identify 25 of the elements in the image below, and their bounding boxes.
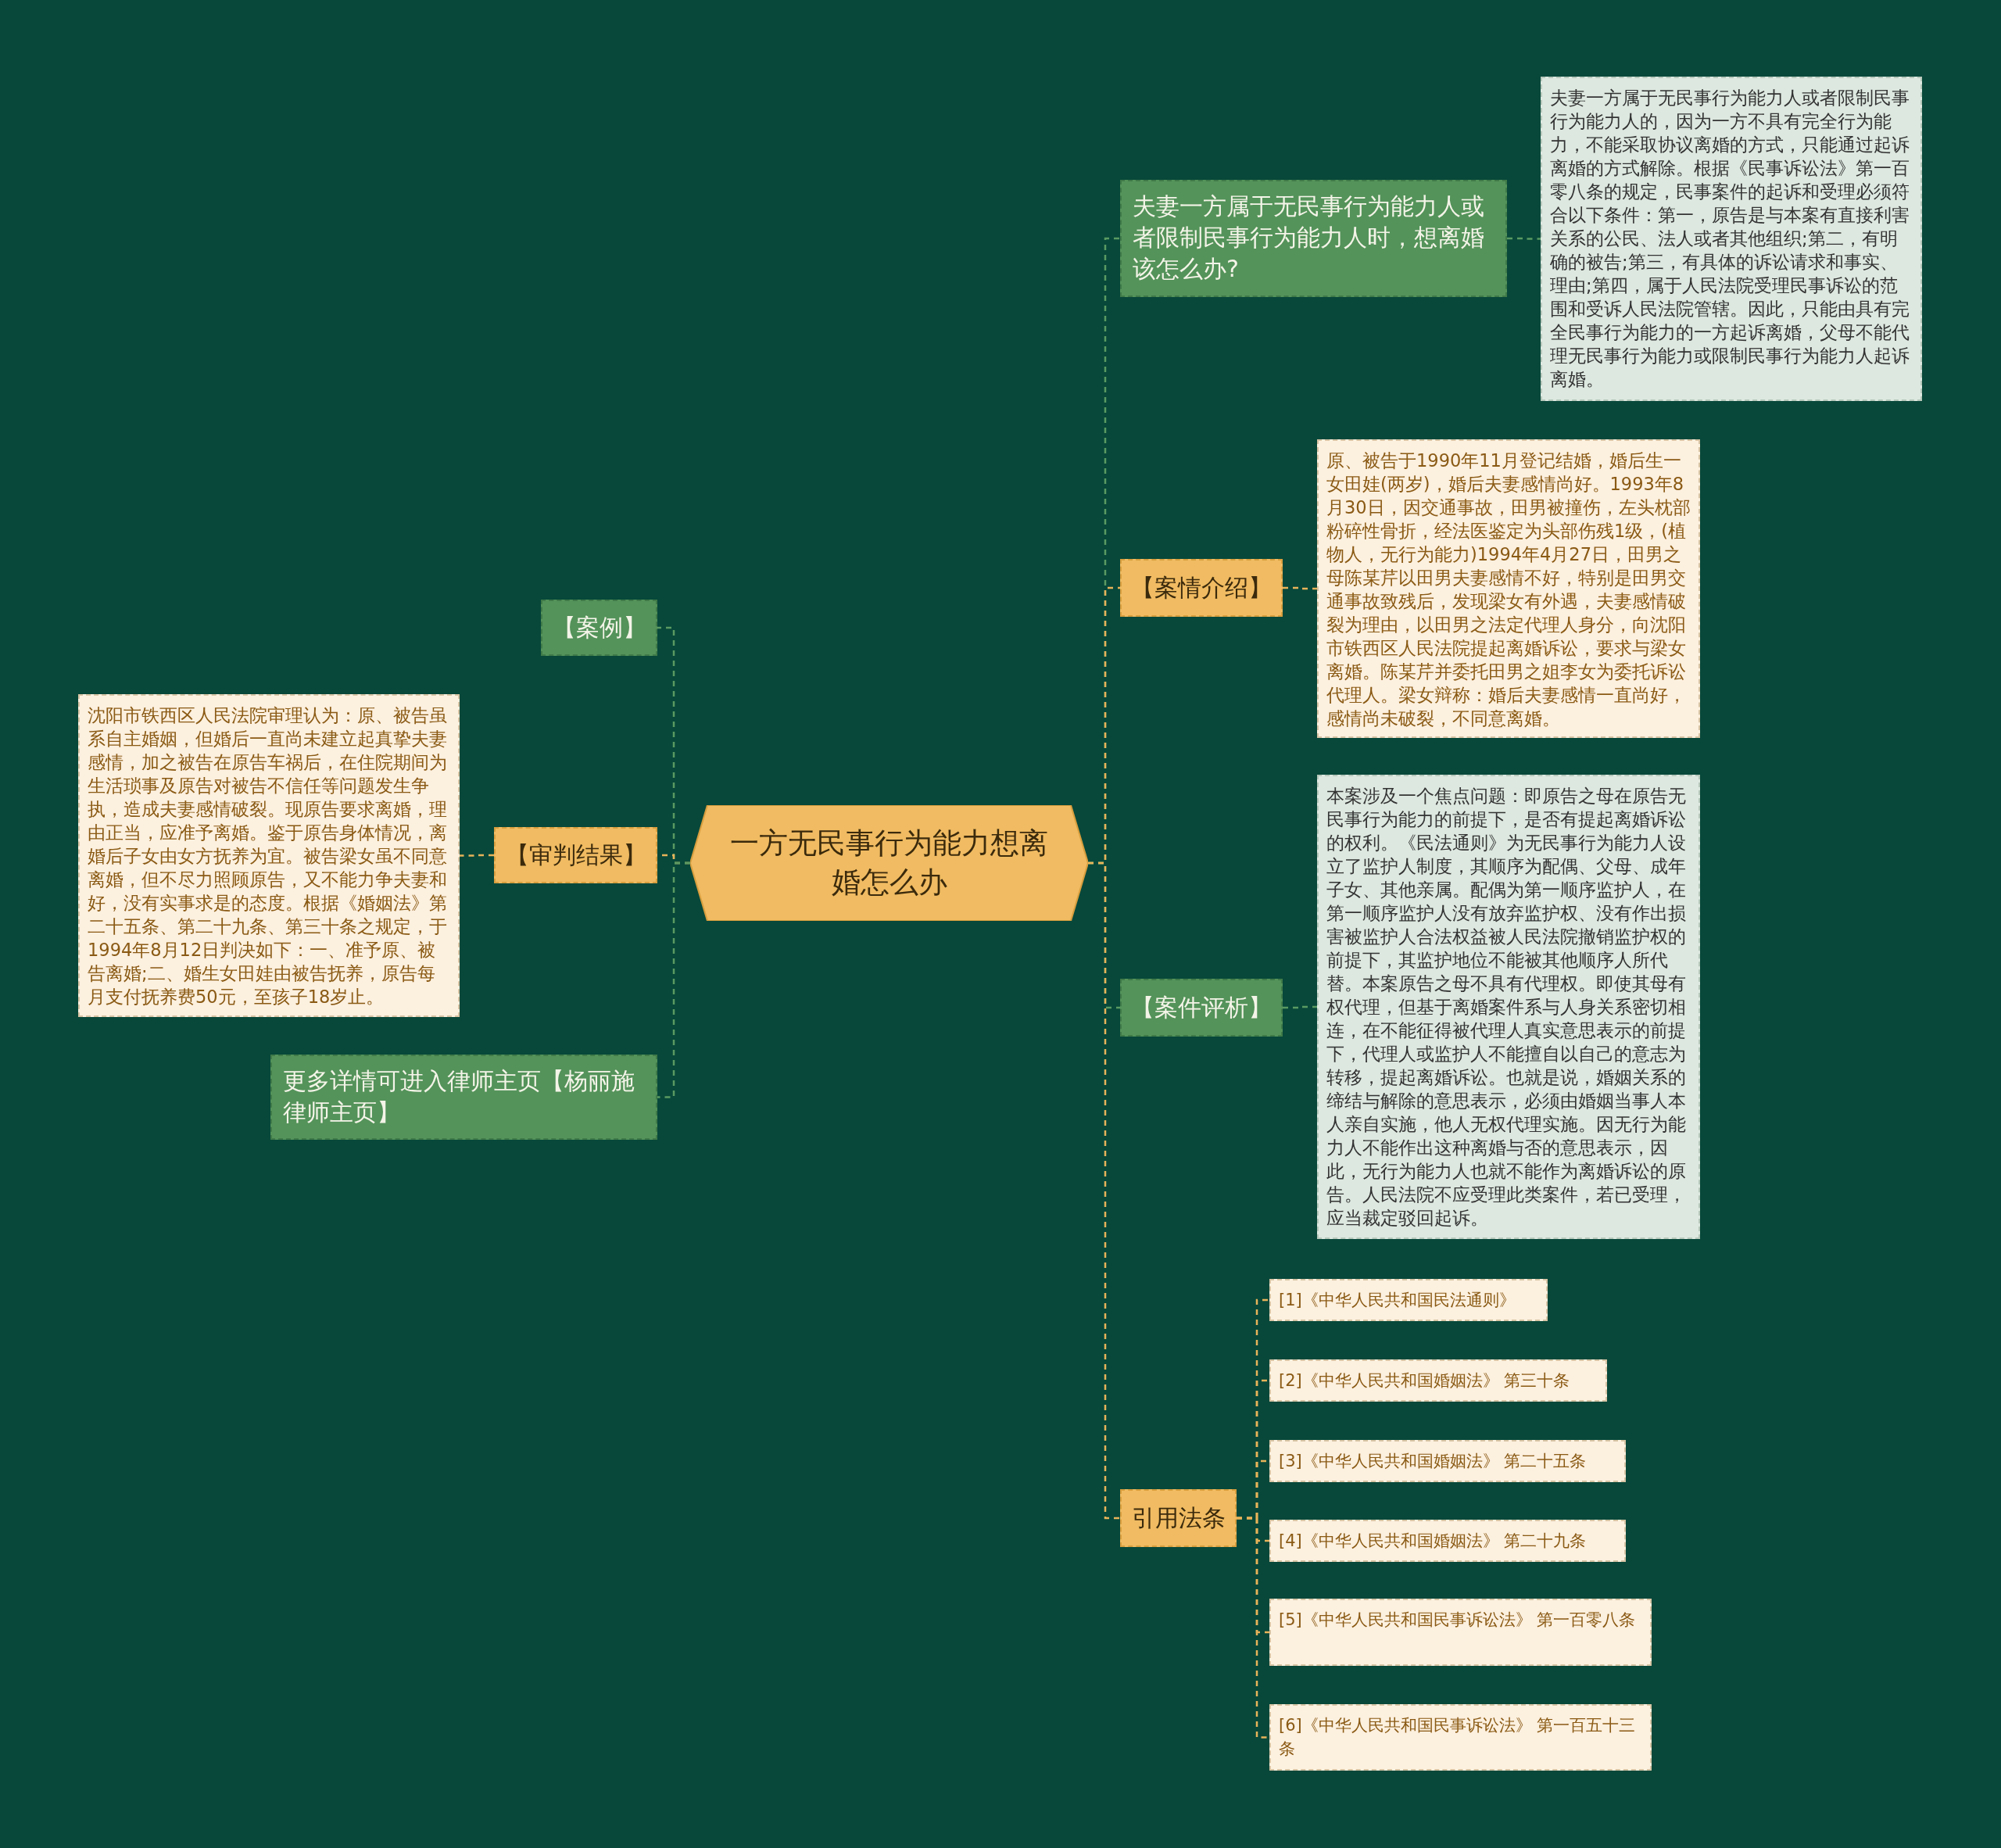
connector-line	[1237, 1517, 1269, 1739]
topic-box: 【案例】	[541, 600, 657, 656]
topic-box: 【案情介绍】	[1120, 559, 1283, 617]
reference-box: [4]《中华人民共和国婚姻法》 第二十九条	[1269, 1520, 1626, 1562]
reference-box: [5]《中华人民共和国民事诉讼法》 第一百零八条	[1269, 1599, 1652, 1666]
reference-box: [6]《中华人民共和国民事诉讼法》 第一百五十三条	[1269, 1704, 1652, 1771]
title-hexagon: 一方无民事行为能力想离婚怎么办	[690, 805, 1088, 921]
connector-line	[1507, 237, 1541, 240]
reference-box: [1]《中华人民共和国民法通则》	[1269, 1279, 1548, 1321]
connector-line	[1088, 861, 1120, 1520]
connector-line	[460, 854, 494, 857]
text-card: 本案涉及一个焦点问题：即原告之母在原告无民事行为能力的前提下，是否有提起离婚诉讼的权利。《民法通则》为无民事行为能力人设立了监护人制度，其顺序为配偶、父母、成年子女、其他亲属。配偶为第一顺序监护人，在第一顺序监护人没有放弃监护权、没有作出损害被监护人合法权益被人民法院撤销监护权的前提下，其监护地位不能被其他顺序人所代替。本案原告之母不具有代理权。即使其母有权代理，但基于离婚案件系与人身关系密切相连，在不能征得被代理人真实意思表示的前提下，代理人或监护人不能擅自以自己的意志为转移，提起离婚诉讼。也就是说，婚姻关系的缔结与解除的意思表示，必须由婚姻当事人本人亲自实施，他人无权代理实施。因无行为能力人不能作出这种离婚与否的意思表示，因此，无行为能力人也就不能作为离婚诉讼的原告。人民法院不应受理此类案件，若已受理，应当裁定驳回起诉。	[1317, 775, 1700, 1239]
text-card: 沈阳市铁西区人民法院审理认为：原、被告虽系自主婚姻，但婚后一直尚未建立起真挚夫妻感情，加之被告在原告车祸后，在住院期间为生活琐事及原告对被告不信任等问题发生争执，造成夫妻感情破裂。现原告要求离婚，理由正当，应准予离婚。鉴于原告身体情况，离婚后子女由女方抚养为宜。被告梁女虽不同意离婚，但不尽力照顾原告，又不能力争夫妻和好，没有实事求是的态度。根据《婚姻法》第二十五条、第二十九条、第三十条之规定，于1994年8月12日判决如下：一、准予原、被告离婚;二、婚生女田娃由被告抚养，原告每月支付抚养费50元，至孩子18岁止。	[78, 694, 460, 1017]
topic-box: 更多详情可进入律师主页【杨丽施律师主页】	[270, 1055, 657, 1140]
connector-line	[657, 861, 690, 1098]
connector-line	[1283, 1005, 1317, 1009]
text-card: 原、被告于1990年11月登记结婚，婚后生一女田娃(两岁)，婚后夫妻感情尚好。1993年8月30日，因交通事故，田男被撞伤，左头枕部粉碎性骨折，经法医鉴定为头部伤残1级，(植物人，无行为能力)1994年4月27日，田男之母陈某芹以田男夫妻感情不好，特别是田男交通事故致残后，发现梁女有外遇，夫妻感情破裂为理由，以田男之法定代理人身分，向沈阳市铁西区人民法院提起离婚诉讼，要求与梁女离婚。陈某芹并委托田男之姐李女为委托诉讼代理人。梁女辩称：婚后夫妻感情一直尚好，感情尚未破裂，不同意离婚。	[1317, 439, 1700, 738]
reference-box: [3]《中华人民共和国婚姻法》 第二十五条	[1269, 1440, 1626, 1482]
topic-box: 引用法条	[1120, 1489, 1237, 1547]
reference-box: [2]《中华人民共和国婚姻法》 第三十条	[1269, 1359, 1607, 1402]
topic-box: 【审判结果】	[494, 827, 657, 883]
text-card: 夫妻一方属于无民事行为能力人或者限制民事行为能力人的，因为一方不具有完全行为能力，不能采取协议离婚的方式，只能通过起诉离婚的方式解除。根据《民事诉讼法》第一百零八条的规定，民事案件的起诉和受理必须符合以下条件：第一，原告是与本案有直接利害关系的公民、法人或者其他组织;第二，有明确的被告;第三，有具体的诉讼请求和事实、理由;第四，属于人民法院受理民事诉讼的范围和受诉人民法院管辖。因此，只能由具有完全民事行为能力的一方起诉离婚，父母不能代理无民事行为能力或限制民事行为能力人起诉离婚。	[1541, 77, 1922, 401]
connector-line	[1283, 586, 1317, 590]
topic-box: 【案件评析】	[1120, 979, 1283, 1037]
topic-box: 夫妻一方属于无民事行为能力人或者限制民事行为能力人时，想离婚该怎么办?	[1120, 180, 1507, 297]
